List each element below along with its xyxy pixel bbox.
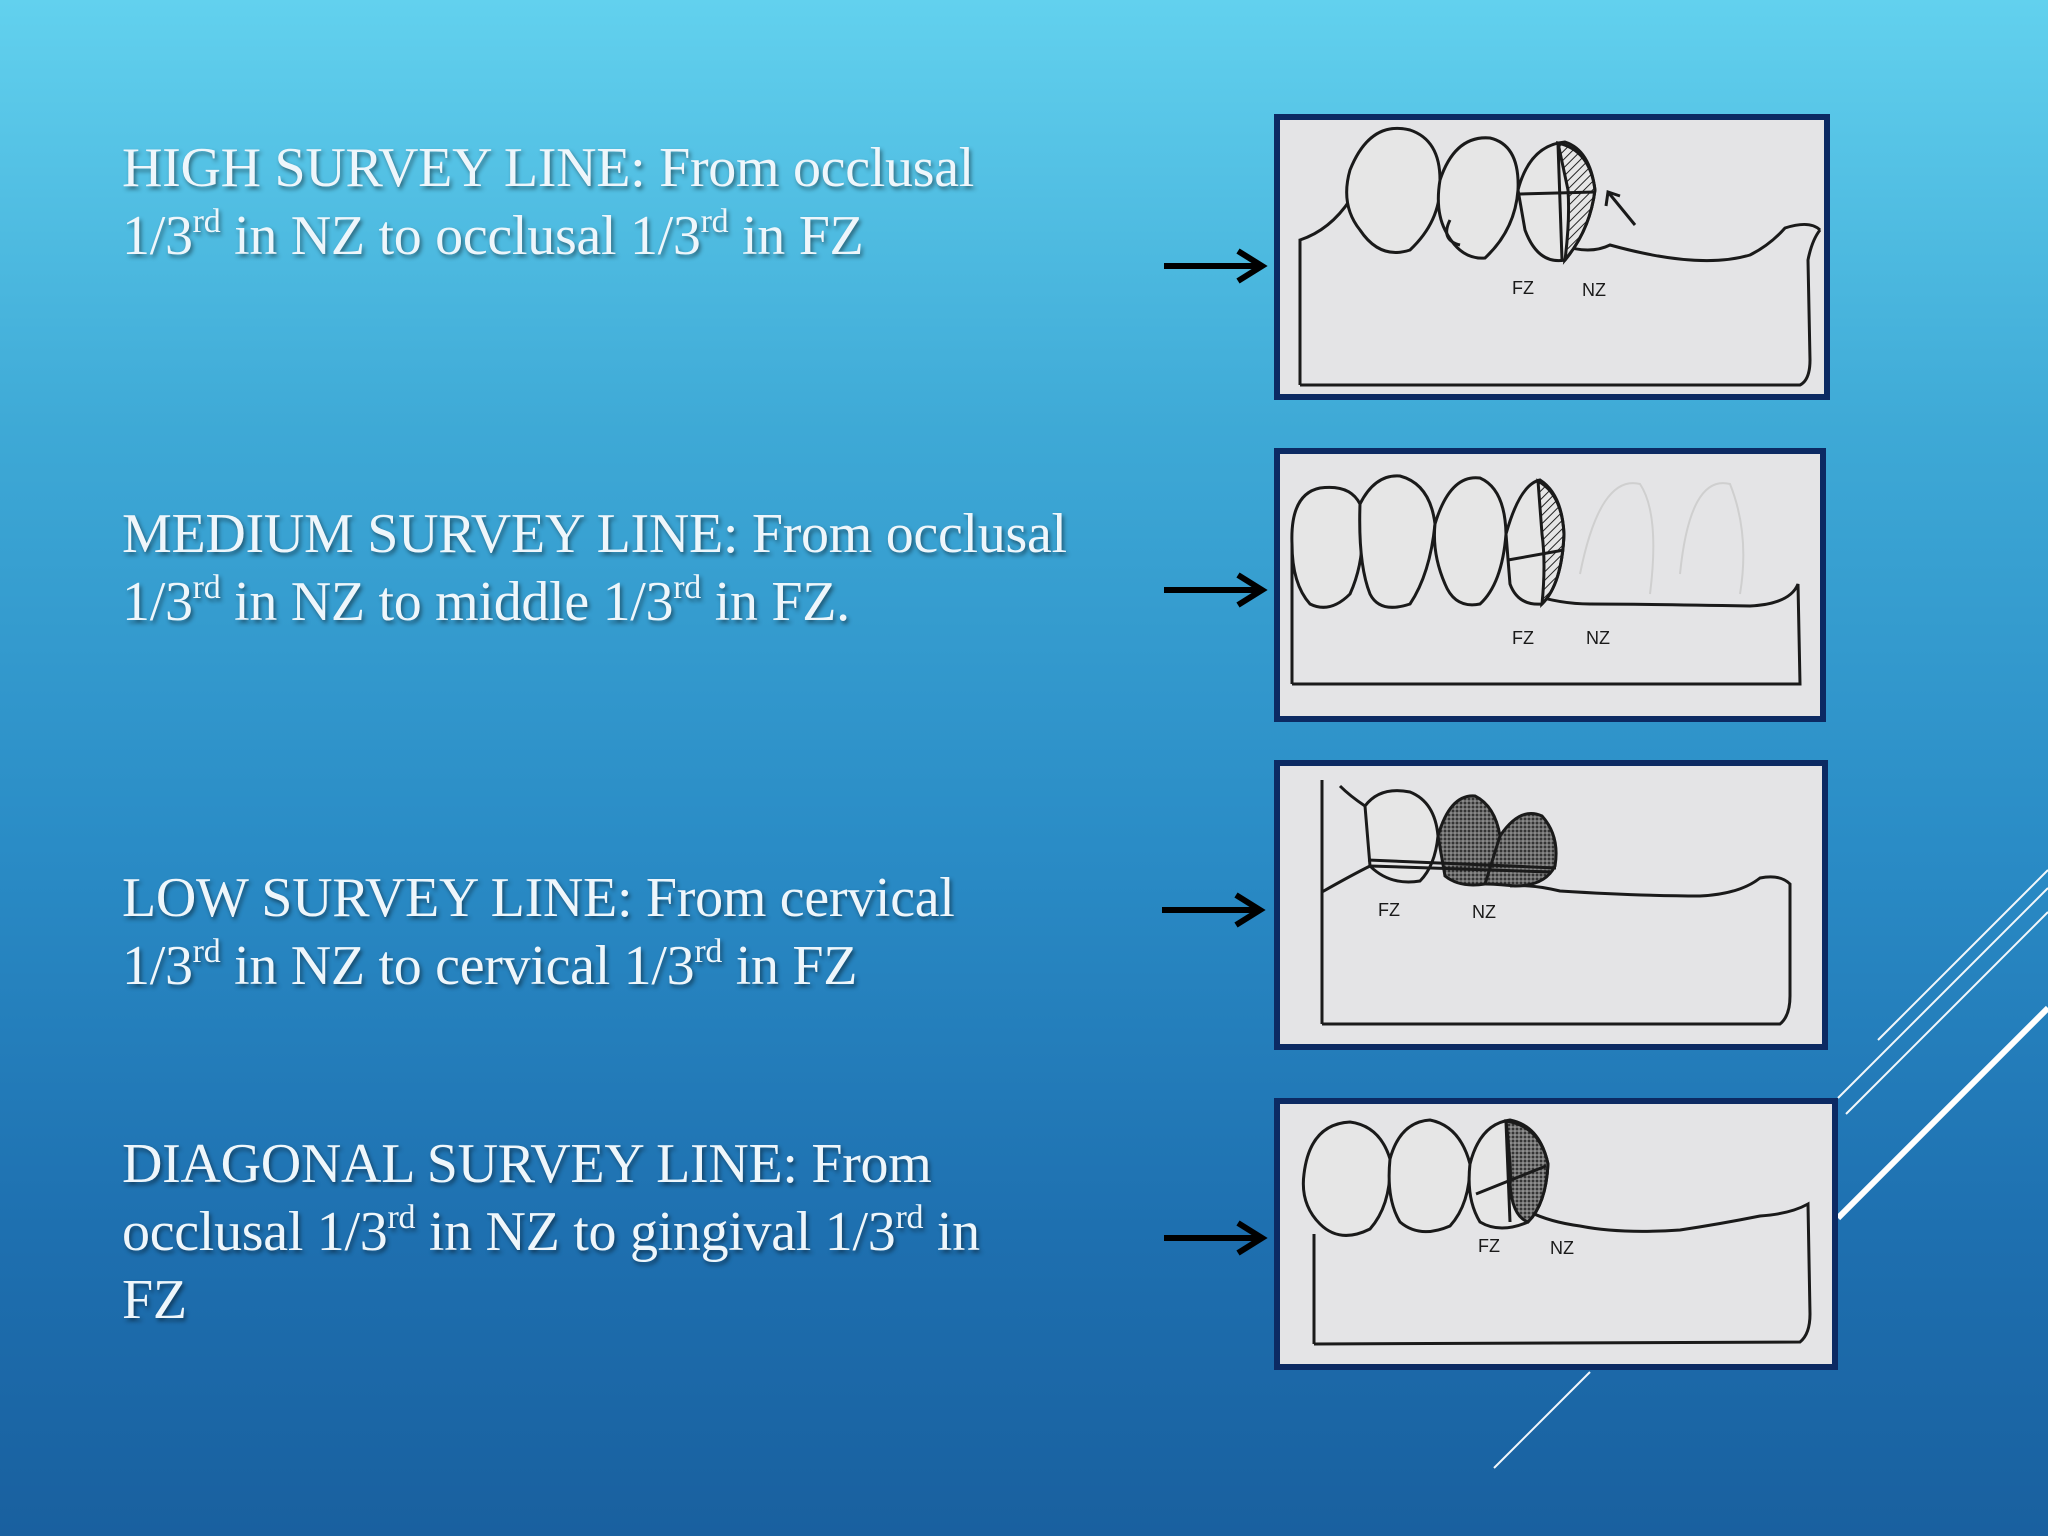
superscript: rd — [673, 569, 701, 606]
diagonal-survey-line-heading: DIAGONAL SURVEY LINE: From — [122, 1133, 932, 1195]
detail-part: in — [923, 1201, 980, 1263]
nz-label: NZ — [1550, 1238, 1574, 1258]
detail-part: in FZ. — [701, 571, 850, 633]
high-survey-line-figure: FZ NZ — [1274, 114, 1830, 400]
detail-part: in FZ — [728, 205, 864, 267]
detail-part: 1/3 — [122, 571, 193, 633]
nz-label: NZ — [1586, 628, 1610, 648]
diagonal-survey-line-detail: occlusal 1/3rd in NZ to gingival 1/3rd i… — [122, 1198, 1162, 1266]
diagonal-survey-line-detail-cont: FZ — [122, 1269, 187, 1331]
high-survey-line-detail: 1/3rd in NZ to occlusal 1/3rd in FZ — [122, 202, 974, 270]
high-survey-line-text: HIGH SURVEY LINE: From occlusal 1/3rd in… — [122, 134, 974, 270]
low-survey-line-drawing: FZ NZ — [1320, 780, 1792, 1026]
superscript: rd — [192, 203, 221, 240]
detail-part: in FZ — [722, 935, 858, 997]
superscript: rd — [192, 569, 221, 606]
superscript: rd — [387, 1199, 416, 1236]
fz-label: FZ — [1378, 900, 1400, 920]
detail-part: in NZ to middle 1/3 — [220, 571, 674, 633]
superscript: rd — [192, 933, 221, 970]
diagonal-survey-line-text: DIAGONAL SURVEY LINE: From occlusal 1/3r… — [122, 1130, 1162, 1334]
low-survey-line-heading: LOW SURVEY LINE: From cervical — [122, 867, 955, 929]
superscript: rd — [700, 203, 729, 240]
high-survey-line-drawing: FZ NZ — [1298, 126, 1822, 387]
low-survey-line-detail: 1/3rd in NZ to cervical 1/3rd in FZ — [122, 932, 955, 1000]
detail-part: 1/3 — [122, 935, 193, 997]
right-arrow-icon — [1164, 1220, 1268, 1256]
fz-label: FZ — [1512, 628, 1534, 648]
diagonal-survey-line-figure: FZ NZ — [1274, 1098, 1838, 1370]
detail-part: occlusal 1/3 — [122, 1201, 388, 1263]
low-survey-line-text: LOW SURVEY LINE: From cervical 1/3rd in … — [122, 864, 955, 1000]
medium-survey-line-figure: FZ NZ — [1274, 448, 1826, 722]
right-arrow-icon — [1164, 572, 1268, 608]
medium-survey-line-text: MEDIUM SURVEY LINE: From occlusal 1/3rd … — [122, 500, 1067, 636]
right-arrow-icon — [1164, 248, 1268, 284]
nz-label: NZ — [1582, 280, 1606, 300]
diagonal-survey-line-drawing: FZ NZ — [1301, 1118, 1812, 1346]
medium-survey-line-drawing: FZ NZ — [1290, 474, 1802, 686]
medium-survey-line-heading: MEDIUM SURVEY LINE: From occlusal — [122, 503, 1067, 565]
detail-part: in NZ to gingival 1/3 — [415, 1201, 896, 1263]
detail-part: in NZ to cervical 1/3 — [220, 935, 695, 997]
superscript: rd — [895, 1199, 924, 1236]
detail-part: in NZ to occlusal 1/3 — [220, 205, 701, 267]
fz-label: FZ — [1478, 1236, 1500, 1256]
detail-part: 1/3 — [122, 205, 193, 267]
high-survey-line-heading: HIGH SURVEY LINE: From occlusal — [122, 137, 975, 199]
fz-label: FZ — [1512, 278, 1534, 298]
low-survey-line-figure: FZ NZ — [1274, 760, 1828, 1050]
nz-label: NZ — [1472, 902, 1496, 922]
superscript: rd — [694, 933, 723, 970]
right-arrow-icon — [1162, 892, 1266, 928]
medium-survey-line-detail: 1/3rd in NZ to middle 1/3rd in FZ. — [122, 568, 1067, 636]
